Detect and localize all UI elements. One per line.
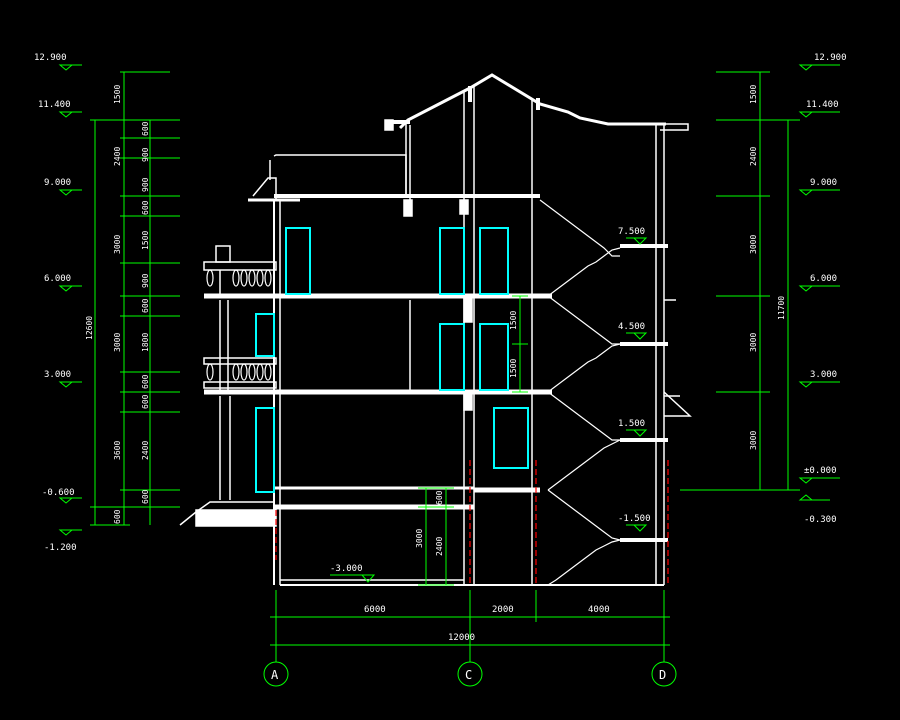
right-dim: 3000 — [749, 235, 758, 254]
window-1f-stair — [493, 407, 529, 469]
axis-a-bubble — [263, 661, 289, 687]
left-inner-dim: 600 — [141, 394, 150, 409]
bottom-dim-label: 4000 — [588, 605, 610, 615]
left-inner-dim: 600 — [141, 374, 150, 389]
basement-level-label: -3.000 — [330, 564, 363, 574]
door-2f-2 — [479, 323, 509, 391]
axis-c-bubble — [457, 661, 483, 687]
level-label-left: 9.000 — [44, 178, 71, 188]
door-2f-1 — [439, 323, 465, 391]
level-label-left: -0.600 — [42, 488, 75, 498]
building-section — [179, 73, 692, 586]
level-label-right: 11.400 — [806, 100, 839, 110]
stair-level-label: 7.500 — [618, 227, 645, 237]
level-label-right: 12.900 — [814, 53, 847, 63]
right-dim: 3000 — [749, 333, 758, 352]
axis-d-bubble — [651, 661, 677, 687]
left-inner-dim: 600 — [141, 200, 150, 215]
level-label-right: 9.000 — [810, 178, 837, 188]
level-label-right: 6.000 — [810, 274, 837, 284]
stair-level-label: 1.500 — [618, 419, 645, 429]
left-outer-dim: 1500 — [113, 85, 122, 104]
left-inner-dim: 900 — [141, 177, 150, 192]
main-roof — [398, 73, 666, 130]
mid-dim: 1500 — [509, 311, 518, 330]
stair-level-label: 4.500 — [618, 322, 645, 332]
left-dimension-lines — [58, 64, 180, 536]
level-label-right: -0.300 — [804, 515, 837, 525]
left-inner-dim: 900 — [141, 147, 150, 162]
level-label-left: 3.000 — [44, 370, 71, 380]
left-outer-dim: 3000 — [113, 333, 122, 352]
bottom-total-label: 12000 — [448, 633, 475, 643]
balustrade — [206, 269, 272, 381]
window-2f — [255, 313, 275, 357]
right-dim: 2400 — [749, 147, 758, 166]
left-inner-dim: 1500 — [141, 231, 150, 250]
right-dim: 1500 — [749, 85, 758, 104]
axis-label: D — [659, 668, 666, 682]
left-inner-dim: 600 — [141, 121, 150, 136]
level-label-left: 11.400 — [38, 100, 71, 110]
basement-dim: 3000 — [415, 529, 424, 548]
level-label-left: 12.900 — [34, 53, 67, 63]
cut-lines — [275, 460, 669, 585]
level-label-right: 3.000 — [810, 370, 837, 380]
mid-dim: 1500 — [509, 359, 518, 378]
bottom-dim-label: 2000 — [492, 605, 514, 615]
left-inner-dim: 600 — [141, 489, 150, 504]
doors-windows — [255, 227, 529, 493]
left-inner-dim: 600 — [141, 298, 150, 313]
level-label-left: 6.000 — [44, 274, 71, 284]
door-3f-1 — [285, 227, 311, 295]
right-dimension-lines — [263, 64, 840, 687]
low-roof — [273, 154, 407, 196]
level-label-right: ±0.000 — [804, 466, 837, 476]
left-inner-dim: 900 — [141, 273, 150, 288]
right-dim: 3000 — [749, 431, 758, 450]
left-inner-dim: 2400 — [141, 441, 150, 460]
stair-level-label: -1.500 — [618, 514, 651, 524]
stair-flights — [539, 199, 621, 586]
door-3f-2 — [439, 227, 465, 295]
left-outer-dim: 2400 — [113, 147, 122, 166]
basement-dim: 2400 — [435, 537, 444, 556]
door-3f-3 — [479, 227, 509, 295]
basement-dim: 600 — [435, 490, 444, 505]
right-total-dim: 11700 — [777, 296, 786, 320]
left-inner-dim: 1800 — [141, 333, 150, 352]
axis-label: C — [465, 668, 472, 682]
left-outer-dim: 3600 — [113, 441, 122, 460]
window-1f — [255, 407, 275, 493]
bottom-dim-label: 6000 — [364, 605, 386, 615]
left-outer-dim: 600 — [113, 509, 122, 524]
left-total-dim: 12600 — [85, 316, 94, 340]
axis-label: A — [271, 668, 279, 682]
level-label-left: -1.200 — [44, 543, 77, 553]
left-outer-dim: 3000 — [113, 235, 122, 254]
